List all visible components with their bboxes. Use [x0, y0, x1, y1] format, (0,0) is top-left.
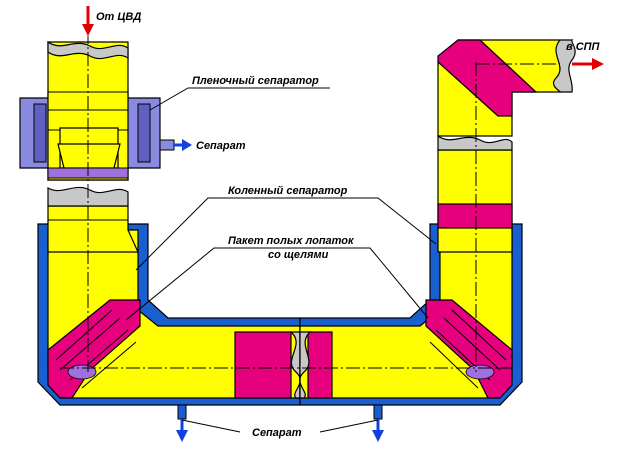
film-separator-cone — [57, 143, 121, 169]
separate-outlet-nozzle — [159, 139, 175, 151]
left-horizontal-ring — [234, 331, 292, 399]
separate-top-label: Сепарат — [196, 140, 246, 152]
film-separator-leader — [149, 87, 330, 111]
separate-bottom-leader-left — [181, 419, 241, 433]
right-top-elbow-band — [437, 39, 538, 117]
elbow-separator-leader-right — [300, 197, 437, 245]
left-vertical-taper — [47, 205, 139, 253]
right-vertical-pipe-lower — [437, 149, 513, 253]
separate-arrow-head — [182, 139, 192, 151]
inlet-label: От ЦВД — [96, 11, 141, 23]
right-horizontal-break — [299, 331, 312, 399]
elbow-separator-label: Коленный сепаратор — [228, 185, 348, 197]
film-separator-flange — [33, 103, 47, 163]
left-blade-eye — [67, 364, 97, 380]
elbow-separator-leader-left — [135, 197, 300, 271]
film-separator-label: Пленочный сепаратор — [192, 75, 319, 87]
right-top-break — [552, 39, 576, 93]
left-top-break — [47, 40, 129, 60]
outlet-arrow-head — [592, 58, 604, 70]
left-drain-arrow-head — [176, 430, 188, 442]
separate-bottom-label: Сепарат — [252, 427, 302, 439]
right-drain-arrow-head — [372, 430, 384, 442]
right-drain-stub — [373, 404, 383, 420]
outlet-label: в СПП — [566, 41, 601, 53]
blade-package-leader-left — [125, 247, 300, 321]
right-vertical-break — [437, 134, 513, 151]
right-vertical-ring — [437, 203, 513, 229]
right-blade-eye — [465, 364, 495, 380]
blade-package-label-line1: Пакет полых лопаток — [228, 235, 355, 247]
right-horizontal-ring — [307, 331, 333, 399]
blade-package-leader-right — [300, 247, 429, 319]
separate-bottom-leader-right — [319, 419, 379, 433]
blade-package-label-line2: со щелями — [268, 249, 329, 261]
right-blade-package-slots — [429, 309, 507, 389]
left-blade-package-slots — [55, 309, 137, 389]
left-horizontal-break — [289, 331, 301, 399]
left-drain-stub — [177, 404, 187, 420]
inlet-arrow-head — [82, 24, 94, 36]
film-separator-flange-right — [137, 103, 151, 163]
